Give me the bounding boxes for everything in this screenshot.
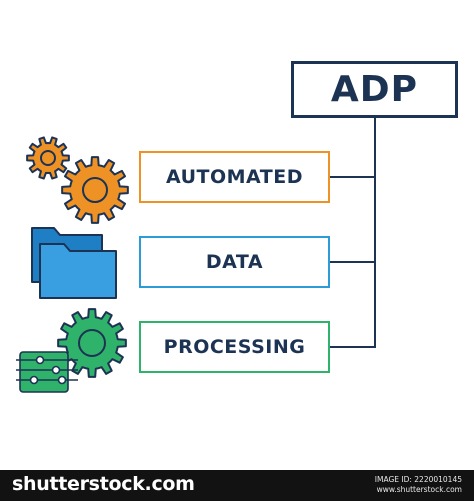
gear-hub bbox=[82, 177, 108, 203]
item-label-data: DATA bbox=[205, 251, 264, 273]
item-box-automated: AUTOMATED bbox=[139, 151, 330, 203]
connector-lines bbox=[330, 118, 376, 348]
item-box-processing: PROCESSING bbox=[139, 321, 330, 373]
gears-icon bbox=[26, 136, 129, 224]
gear-hub bbox=[40, 150, 56, 166]
diagram-title: ADP bbox=[330, 69, 419, 110]
site-url: www.shutterstock.com bbox=[376, 485, 462, 494]
item-label-automated: AUTOMATED bbox=[165, 166, 303, 188]
footer-meta: IMAGE ID: 2220010145 www.shutterstock.co… bbox=[375, 475, 462, 495]
title-box: ADP bbox=[291, 61, 458, 118]
large-gear-icon bbox=[61, 156, 129, 224]
item-box-data: DATA bbox=[139, 236, 330, 288]
circuit-lines-icon bbox=[16, 351, 78, 393]
diagram-canvas: ADP AUTOMATED DATA PROCESSING bbox=[16, 61, 458, 393]
footer-bar: shutterstock.com IMAGE ID: 2220010145 ww… bbox=[0, 470, 474, 501]
small-gear-icon bbox=[26, 136, 70, 180]
image-id: IMAGE ID: 2220010145 bbox=[374, 475, 462, 484]
item-label-processing: PROCESSING bbox=[163, 336, 306, 358]
folder-icon bbox=[31, 227, 117, 299]
gear-hub bbox=[78, 329, 106, 357]
gear-circuit-icon bbox=[16, 308, 127, 393]
brand-logo: shutterstock.com bbox=[12, 473, 195, 495]
